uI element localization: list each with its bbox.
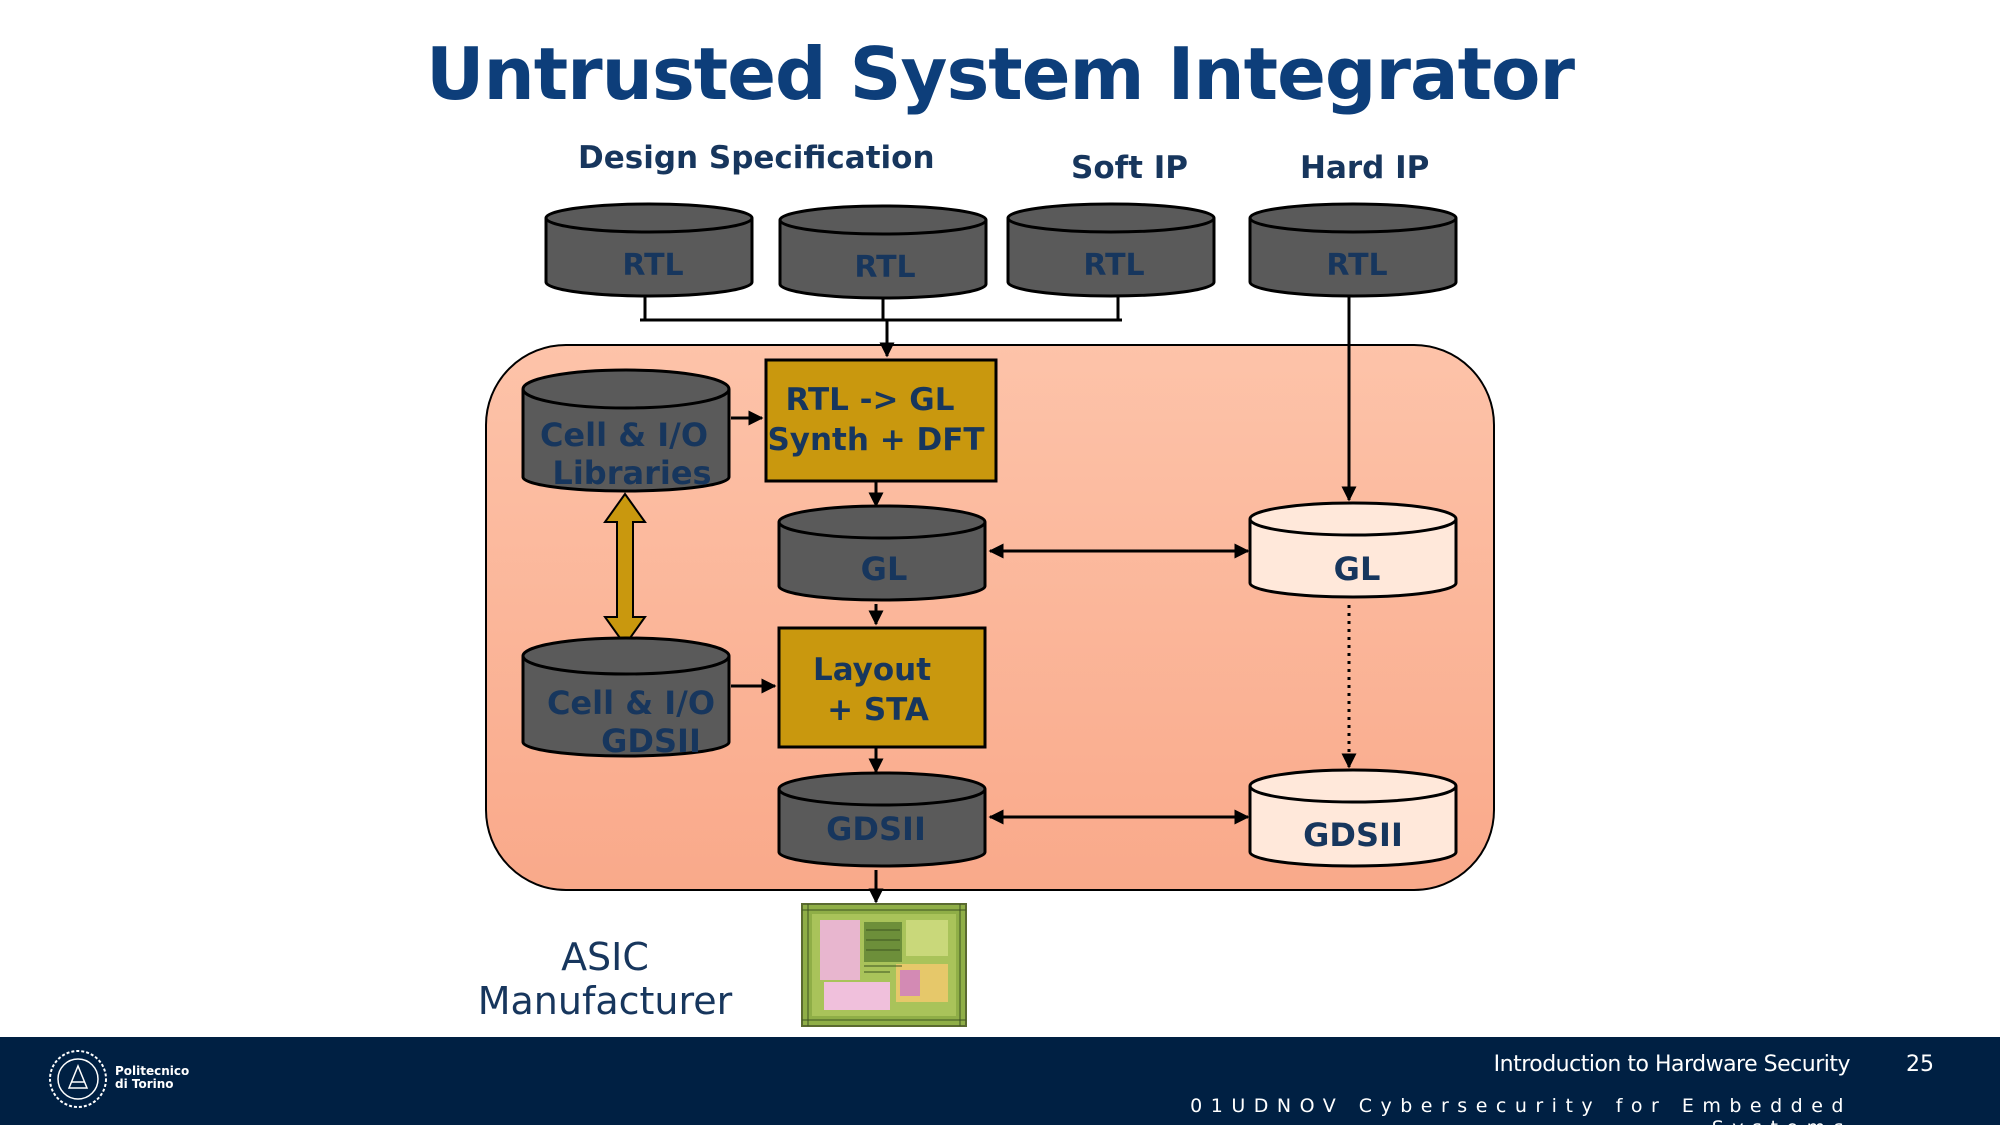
rtl-cylinder-1 bbox=[544, 202, 754, 298]
logo-text: Politecnico di Torino bbox=[115, 1065, 189, 1091]
gdsii-right-cylinder bbox=[1248, 768, 1458, 868]
page-number: 25 bbox=[1906, 1052, 1934, 1077]
gl-center-cylinder bbox=[777, 504, 987, 602]
rtl-cylinder-4 bbox=[1248, 202, 1458, 298]
gl-right-label: GL bbox=[1334, 550, 1381, 588]
layout-label-line1: Layout bbox=[813, 652, 931, 688]
rtl-label-2: RTL bbox=[854, 250, 915, 285]
footer-bar bbox=[0, 1037, 2000, 1125]
logo-text-line1: Politecnico bbox=[115, 1064, 190, 1078]
rtl-label-3: RTL bbox=[1083, 248, 1144, 283]
synth-dft-box bbox=[764, 358, 998, 483]
cell-io-libraries-cylinder bbox=[521, 368, 731, 493]
cell-io-gdsii-cylinder bbox=[521, 636, 731, 758]
synth-label-line1: RTL -> GL bbox=[785, 382, 954, 418]
logo-text-line2: di Torino bbox=[115, 1077, 174, 1091]
synth-label-line2: Synth + DFT bbox=[767, 422, 984, 458]
gdsii-lib-label-line1: Cell & I/O bbox=[547, 684, 715, 722]
politecnico-logo-icon bbox=[49, 1050, 107, 1108]
gdsii-lib-label-line2: GDSII bbox=[601, 722, 701, 760]
rtl-cylinder-3 bbox=[1006, 202, 1216, 298]
gl-center-label: GL bbox=[861, 550, 908, 588]
libraries-label-line1: Cell & I/O bbox=[540, 416, 708, 454]
chip-die-image bbox=[801, 903, 967, 1027]
rtl-label-4: RTL bbox=[1326, 248, 1387, 283]
header-hard-ip: Hard IP bbox=[1300, 150, 1430, 186]
course-title: Introduction to Hardware Security bbox=[1493, 1052, 1851, 1077]
rtl-cylinder-2 bbox=[778, 204, 988, 300]
asic-manufacturer-line2: Manufacturer bbox=[477, 979, 733, 1023]
rtl-label-1: RTL bbox=[622, 248, 683, 283]
layout-sta-box bbox=[777, 626, 987, 749]
gl-right-cylinder bbox=[1248, 501, 1458, 599]
design-flow-diagram: RTL RTL RTL RTL Cell & I/O Libraries RTL… bbox=[485, 202, 1495, 1027]
gdsii-right-label: GDSII bbox=[1303, 816, 1403, 854]
slide-title: Untrusted System Integrator bbox=[426, 32, 1575, 116]
system-integrator-region bbox=[485, 344, 1495, 891]
layout-label-line2: + STA bbox=[827, 692, 929, 728]
header-soft-ip: Soft IP bbox=[1071, 150, 1188, 186]
gdsii-center-label: GDSII bbox=[826, 810, 926, 848]
asic-manufacturer-label: ASIC Manufacturer bbox=[470, 935, 740, 1023]
asic-manufacturer-line1: ASIC bbox=[561, 935, 649, 979]
libraries-label-line2: Libraries bbox=[552, 454, 711, 492]
course-subtitle: 01UDNOV Cybersecurity for Embedded Syste… bbox=[1190, 1095, 1852, 1139]
header-design-specification: Design Specification bbox=[578, 140, 935, 176]
gdsii-center-cylinder bbox=[777, 771, 987, 868]
